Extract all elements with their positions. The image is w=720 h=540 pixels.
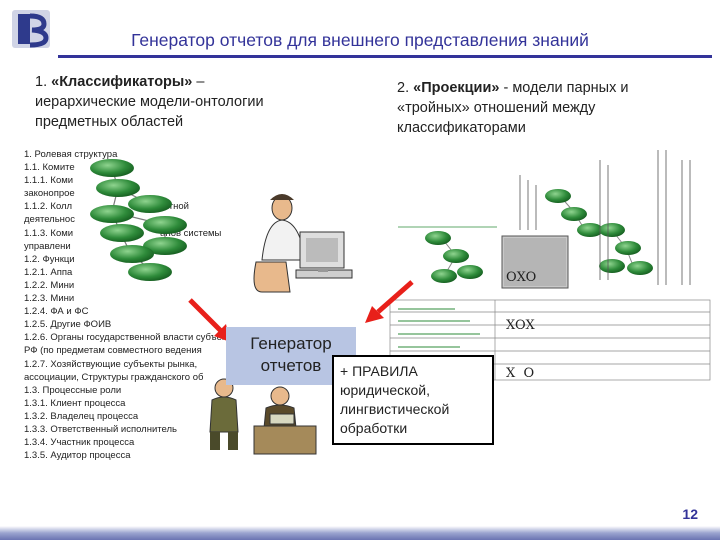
hse-logo — [10, 8, 52, 50]
tree-item: законопрое — [24, 188, 75, 200]
tree-item: 1.2.4. ФА и ФС — [24, 306, 89, 318]
tree-item: 1.2.6. Органы государственной власти суб… — [24, 332, 241, 344]
projections-title: «Проекции» — [413, 80, 500, 96]
matrix-row: ОXO — [506, 270, 537, 285]
arrow-icon-left — [188, 298, 230, 342]
tree-item: ассоциации, Структуры гражданского об — [24, 371, 204, 383]
classifiers-number: 1. — [35, 74, 48, 90]
man-at-computer-illustration — [253, 194, 353, 293]
projections-description: - модели парных и «тройных» отношений ме… — [397, 80, 629, 136]
projection-tree-right — [599, 223, 653, 275]
tree-item: деятельнос — [24, 214, 75, 226]
projection-column-headers — [519, 150, 691, 285]
tree-item: 1.3.2. Владелец процесса — [24, 410, 139, 422]
tree-item: 1.2.1. Аппа — [24, 266, 73, 278]
tree-item: 1.2.5. Другие ФОИВ — [24, 319, 112, 331]
tree-item: 1.3. Процессные роли — [24, 384, 122, 396]
report-generator-label: Генератор отчетов — [226, 333, 356, 377]
tree-item: 1.3.3. Ответственный исполнитель — [24, 423, 177, 435]
rules-line-2: юридической, — [340, 382, 430, 398]
tree-item: управлени — [24, 240, 71, 252]
rules-line-1: + ПРАВИЛА — [340, 363, 418, 379]
tree-item: 1.2.2. Мини — [24, 279, 75, 291]
arrow-icon-right — [365, 280, 414, 323]
generator-line-2: отчетов — [260, 356, 322, 375]
classifiers-heading: 1. «Классификаторы» – иерархические моде… — [35, 72, 325, 132]
ontology-nodes — [90, 159, 187, 281]
tree-item: 1.2.3. Мини — [24, 293, 75, 305]
tree-item: 1.2.7. Хозяйствующие субъекты рынка, — [24, 358, 198, 370]
tree-item: 1.1. Комите — [24, 162, 75, 174]
standing-person-illustration — [209, 378, 239, 450]
classifier-tree-list: 1. Ролевая структура 1.1. Комите 1.1.1. … — [24, 148, 354, 462]
tree-item: 1.1.1. Коми — [24, 175, 74, 187]
tree-item: 1.3.5. Аудитор процесса — [24, 450, 131, 462]
page-number: 12 — [682, 506, 698, 522]
projections-heading: 2. «Проекции» - модели парных и «тройных… — [397, 78, 687, 138]
seated-person-illustration — [253, 386, 317, 455]
tree-item: РФ (по предметам совместного ведения — [24, 345, 202, 357]
relation-matrix — [501, 235, 569, 289]
title-divider — [58, 55, 712, 58]
matrix-row: X O — [506, 366, 535, 381]
tree-item: 1.3.1. Клиент процесса — [24, 397, 126, 409]
classifiers-description: иерархические модели-онтологии предметны… — [35, 94, 264, 130]
projection-tree-top — [545, 189, 603, 237]
classifiers-title: «Классификаторы» — [51, 74, 193, 90]
footer-bar — [0, 526, 720, 540]
projection-tree-left — [425, 231, 483, 283]
tree-item: 1.3.4. Участник процесса — [24, 437, 135, 449]
generator-line-1: Генератор — [250, 334, 332, 353]
slide-title: Генератор отчетов для внешнего представл… — [131, 30, 589, 50]
tree-item: 1. Ролевая структура — [24, 149, 118, 160]
processing-rules-box: + ПРАВИЛА юридической, лингвистической о… — [332, 355, 494, 445]
relation-matrix-letters: ОXO XOX X O — [506, 238, 566, 398]
projections-number: 2. — [397, 80, 410, 96]
classifiers-dash: – — [192, 74, 205, 90]
tree-item: 1.1.2. Колл ектной — [24, 201, 189, 213]
rules-line-3: лингвистической — [340, 401, 450, 417]
tree-item: 1.2. Функци — [24, 253, 75, 265]
rules-line-4: обработки — [340, 420, 408, 436]
matrix-row: XOX — [506, 318, 535, 333]
